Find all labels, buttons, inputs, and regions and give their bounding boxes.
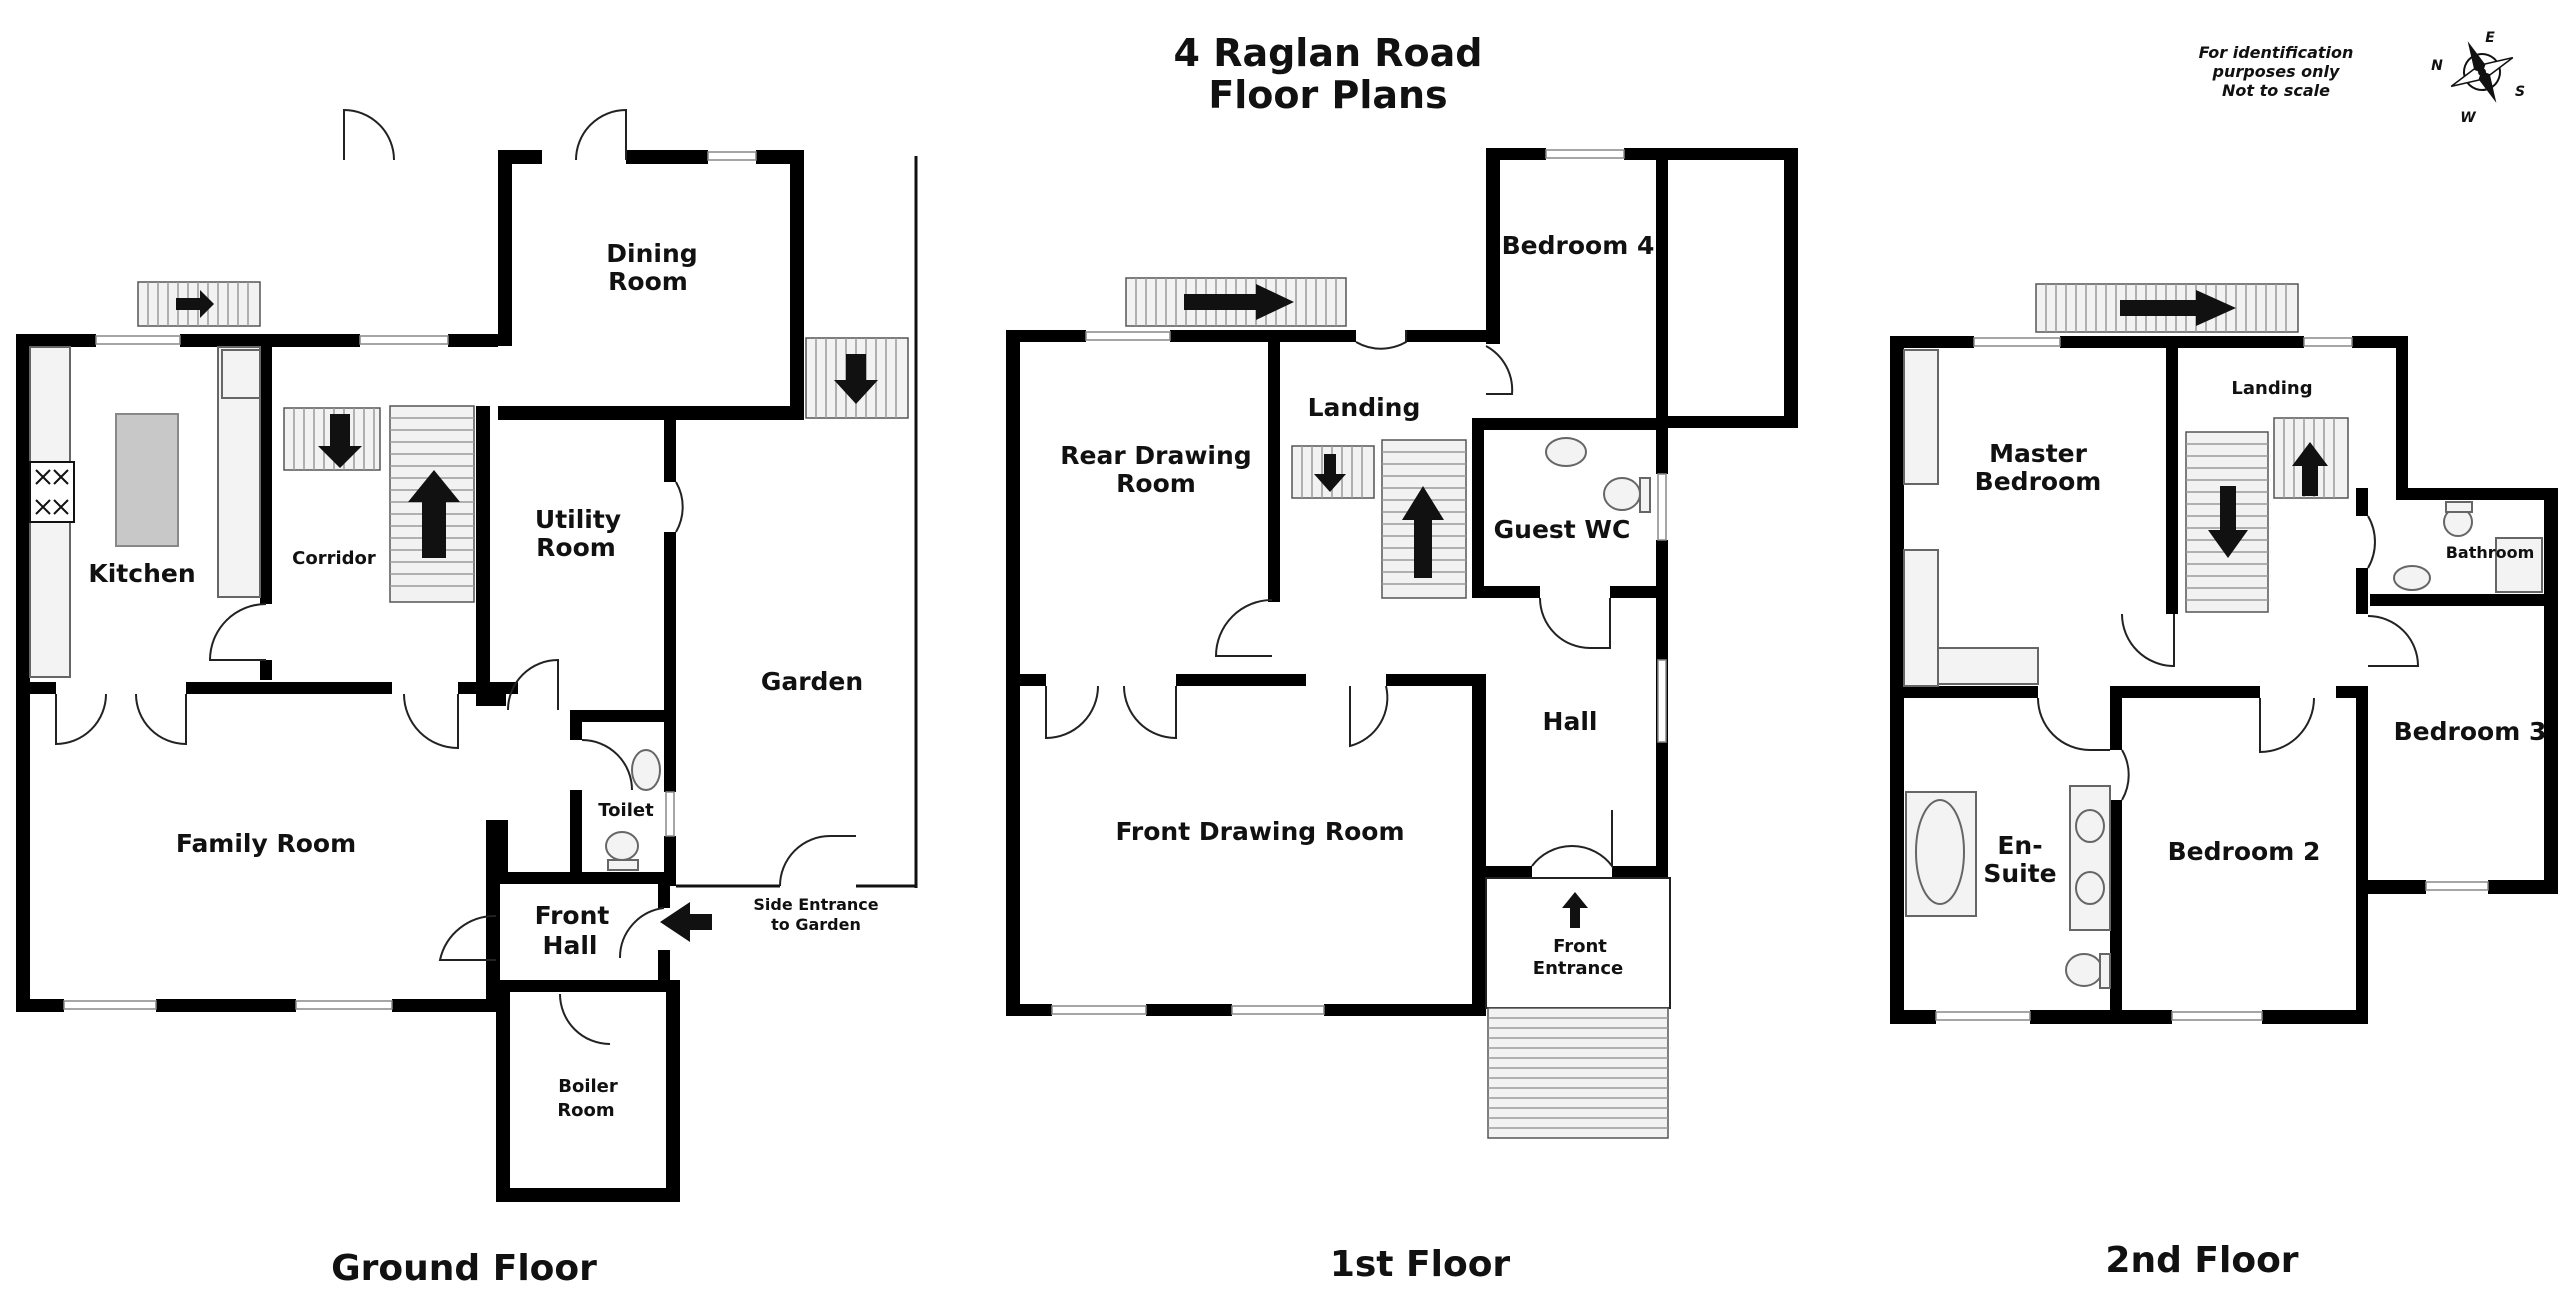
front-entrance-arrow — [1562, 892, 1588, 928]
label-bedroom-4: Bedroom 4 — [1502, 231, 1655, 260]
label-first-floor: 1st Floor — [1330, 1244, 1511, 1285]
second-stairs-down — [2185, 431, 2269, 613]
label-garden: Garden — [761, 667, 863, 696]
label-bedroom-2: Bedroom 2 — [2168, 837, 2321, 866]
label-hall-1st: Hall — [1543, 707, 1598, 736]
ground-floor-plan: Kitchen Corridor Dining Room Utility Roo… — [16, 108, 918, 1289]
second-floor-plan: Master Bedroom Landing Bathroom Bedroom … — [1890, 283, 2558, 1281]
label-front-hall-2: Hall — [543, 931, 598, 960]
label-kitchen: Kitchen — [88, 559, 195, 588]
label-bathroom: Bathroom — [2446, 543, 2535, 562]
compass-s: S — [2515, 84, 2525, 100]
label-dining-1: Dining — [606, 239, 697, 268]
label-bedroom-3: Bedroom 3 — [2394, 717, 2547, 746]
side-entrance-arrow — [660, 902, 712, 942]
label-boiler-1: Boiler — [558, 1076, 618, 1097]
second-stairs-up — [2273, 417, 2349, 499]
label-ensuite-1: En- — [1997, 831, 2042, 860]
label-guest-wc: Guest WC — [1494, 515, 1631, 544]
title-line-2: Floor Plans — [1208, 73, 1447, 117]
compass-w: W — [2460, 110, 2476, 126]
ground-stairs-down — [283, 407, 381, 471]
notice-line-1: For identification — [2199, 43, 2354, 62]
label-second-floor: 2nd Floor — [2105, 1240, 2298, 1281]
compass-icon — [2450, 41, 2514, 103]
label-ensuite-2: Suite — [1983, 859, 2056, 888]
label-dining-2: Room — [608, 267, 688, 296]
title-line-1: 4 Raglan Road — [1174, 31, 1483, 75]
notice-line-2: purposes only — [2212, 62, 2341, 81]
ground-stairs-external — [137, 281, 261, 327]
label-boiler-2: Room — [557, 1100, 614, 1121]
second-stairs-external — [2035, 283, 2299, 333]
identification-notice: For identification purposes only Not to … — [2199, 43, 2354, 100]
label-utility-2: Room — [536, 533, 616, 562]
notice-line-3: Not to scale — [2222, 81, 2330, 100]
label-side-entrance-2: to Garden — [771, 915, 861, 934]
label-front-drawing: Front Drawing Room — [1115, 817, 1404, 846]
label-master-1: Master — [1989, 439, 2088, 468]
label-side-entrance-1: Side Entrance — [753, 895, 878, 914]
label-utility-1: Utility — [535, 505, 621, 534]
label-landing-2nd: Landing — [2231, 378, 2312, 399]
label-front-entrance-2: Entrance — [1533, 958, 1623, 979]
label-front-hall-1: Front — [535, 901, 610, 930]
label-front-entrance-1: Front — [1553, 936, 1607, 957]
garden-steps — [805, 337, 909, 419]
label-landing-1st: Landing — [1308, 393, 1421, 422]
compass-e: E — [2485, 30, 2495, 46]
label-master-2: Bedroom — [1975, 467, 2102, 496]
ground-stairs-up — [389, 405, 475, 603]
first-stairs-external — [1125, 277, 1347, 327]
first-stairs-up — [1381, 439, 1467, 599]
label-rear-drawing-1: Rear Drawing — [1060, 441, 1251, 470]
first-floor-plan: Rear Drawing Room Landing Bedroom 4 Gues… — [1006, 148, 1798, 1285]
label-ground-floor: Ground Floor — [331, 1248, 597, 1289]
hob-icon — [29, 461, 75, 523]
plan-title: 4 Raglan Road Floor Plans — [1174, 31, 1483, 117]
label-family-room: Family Room — [176, 829, 356, 858]
front-entrance-steps — [1487, 1007, 1669, 1139]
label-corridor: Corridor — [292, 548, 376, 569]
label-rear-drawing-2: Room — [1116, 469, 1196, 498]
first-stairs-down — [1291, 445, 1375, 499]
compass-n: N — [2431, 58, 2443, 74]
label-toilet: Toilet — [598, 800, 654, 821]
